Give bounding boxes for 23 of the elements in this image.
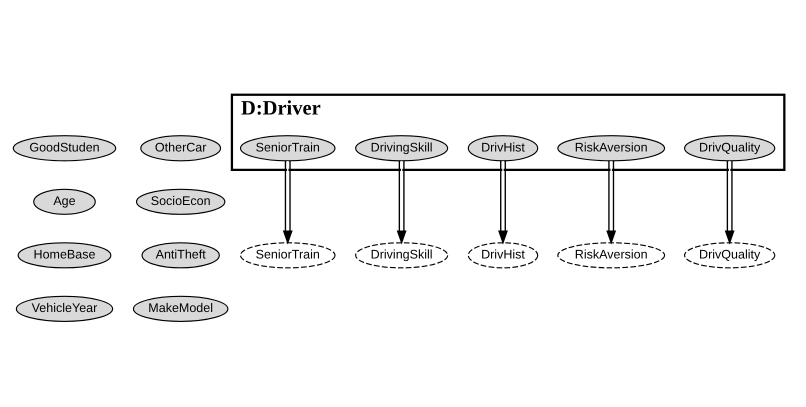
node-ellipse: RiskAversion [556, 242, 665, 268]
node-ellipse: AntiTheft [140, 242, 220, 268]
node-ellipse: GoodStuden [12, 135, 116, 162]
node-ellipse: SeniorTrain [239, 242, 336, 268]
node-ellipse: MakeModel [132, 296, 228, 322]
node-ellipse: HomeBase [17, 242, 111, 268]
node-ellipse: DrivingSkill [354, 242, 448, 268]
arrow [724, 161, 734, 245]
node-ellipse: RiskAversion [556, 135, 665, 162]
node-ellipse: DrivHist [467, 135, 538, 162]
node-ellipse: OtherCar [140, 135, 221, 162]
node-ellipse: DrivQuality [684, 135, 775, 162]
node-ellipse: DrivQuality [684, 242, 775, 268]
node-ellipse: SocioEcon [135, 188, 225, 215]
node-ellipse: DrivingSkill [354, 135, 448, 162]
node-ellipse: SeniorTrain [239, 135, 336, 162]
arrow [282, 161, 292, 245]
arrow [396, 161, 406, 245]
node-ellipse: DrivHist [467, 242, 538, 268]
arrow [498, 161, 508, 245]
arrow [606, 161, 616, 245]
node-ellipse: Age [32, 188, 96, 215]
node-ellipse: VehicleYear [15, 296, 113, 322]
